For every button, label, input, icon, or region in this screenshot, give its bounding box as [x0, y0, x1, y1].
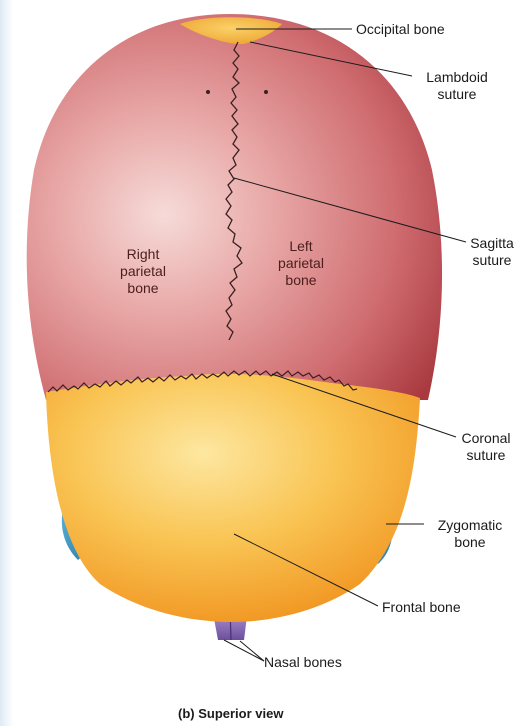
label-lambdoid-suture: Lambdoid suture	[414, 69, 500, 103]
label-sagittal-suture: Sagitta suture	[468, 235, 516, 269]
parietal-bones-shape	[27, 14, 442, 400]
figure-caption: (b) Superior view	[178, 706, 283, 721]
label-nasal-bones: Nasal bones	[264, 654, 342, 671]
label-left-parietal-bone: Left parietal bone	[266, 238, 336, 289]
label-right-parietal-bone: Right parietal bone	[108, 246, 178, 297]
label-frontal-bone: Frontal bone	[382, 599, 461, 616]
label-zygomatic-bone: Zygomatic bone	[428, 517, 512, 551]
parietal-foramen-left	[206, 90, 210, 94]
frontal-bone-shape	[46, 374, 420, 622]
parietal-foramen-right	[264, 90, 268, 94]
label-occipital-bone: Occipital bone	[356, 21, 445, 38]
label-coronal-suture: Coronal suture	[456, 430, 516, 464]
